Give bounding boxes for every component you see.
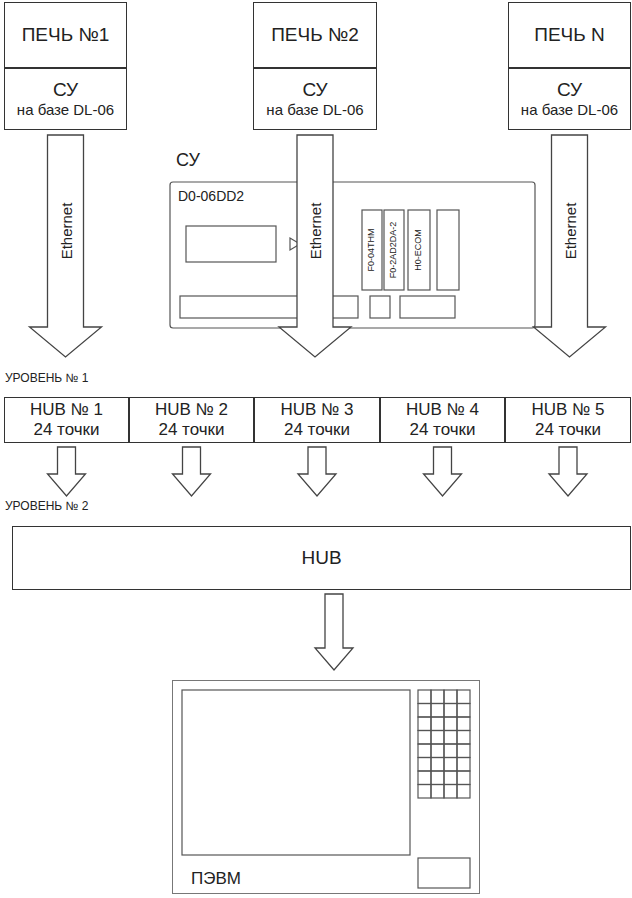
- plc-housing: [170, 182, 535, 328]
- block-arrow: [279, 135, 351, 357]
- pc-screen: [182, 690, 410, 855]
- module-slot: [408, 210, 430, 290]
- node-title: СУ: [53, 79, 78, 101]
- node-subtitle: на базе DL-06: [521, 101, 618, 118]
- edge-label: Ethernet: [58, 202, 73, 261]
- block-arrow: [534, 135, 606, 357]
- module-name: F0-2AD2DA-2: [389, 222, 399, 279]
- node-title: HUB № 5: [531, 400, 604, 420]
- furnace-box: ПЕЧЬ №2: [253, 2, 377, 68]
- node-title: HUB № 3: [280, 400, 353, 420]
- pc-keypad: [418, 690, 470, 798]
- node-subtitle: 24 точки: [158, 420, 224, 440]
- node-title: HUB № 1: [30, 400, 103, 420]
- hub-box: HUB: [12, 526, 631, 590]
- furnace-box: ПЕЧЬ №1: [4, 2, 127, 68]
- block-arrow: [315, 594, 353, 670]
- node-subtitle: 24 точки: [409, 420, 475, 440]
- module-name: H0-ECOM: [414, 229, 424, 271]
- module-name: F0-04THM: [367, 228, 377, 271]
- node-title: HUB: [301, 547, 341, 569]
- hub-box: HUB № 224 точки: [129, 397, 254, 443]
- module-slot: [437, 210, 459, 290]
- module-slot: [362, 210, 382, 290]
- node-title: ПЕЧЬ №1: [22, 24, 110, 46]
- hub-box: HUB № 124 точки: [4, 397, 129, 443]
- block-arrow: [30, 135, 102, 357]
- block-arrow: [549, 447, 587, 496]
- block-arrow: [298, 447, 336, 496]
- node-subtitle: 24 точки: [535, 420, 601, 440]
- block-arrow: [48, 447, 86, 496]
- node-subtitle: на базе DL-06: [17, 101, 114, 118]
- furnace-box: ПЕЧЬ N: [508, 2, 631, 68]
- node-title: HUB № 4: [406, 400, 479, 420]
- plc-display: [186, 226, 276, 262]
- pc-box: ПЭВМ: [172, 680, 480, 894]
- node-title: СУ: [557, 79, 582, 101]
- edge-label: Ethernet: [308, 202, 323, 261]
- level-label: УРОВЕНЬ № 2: [5, 500, 88, 513]
- block-arrow: [424, 447, 462, 496]
- terminal-block: [370, 296, 390, 318]
- module-slot: [384, 210, 404, 290]
- plc-model: D0-06DD2: [178, 189, 244, 204]
- node-subtitle: 24 точки: [33, 420, 99, 440]
- terminal-block: [400, 296, 455, 318]
- controller-box: СУна базе DL-06: [253, 68, 377, 130]
- node-title: СУ: [302, 79, 327, 101]
- node-title: HUB № 2: [155, 400, 228, 420]
- hub-box: HUB № 324 точки: [254, 397, 380, 443]
- node-subtitle: на базе DL-06: [266, 101, 363, 118]
- block-arrow: [173, 447, 211, 496]
- pc-drive: [418, 858, 470, 888]
- hub-box: HUB № 424 точки: [380, 397, 505, 443]
- cu-label: СУ: [176, 151, 200, 171]
- controller-box: СУна базе DL-06: [508, 68, 631, 130]
- controller-box: СУна базе DL-06: [4, 68, 127, 130]
- node-title: ПЕЧЬ N: [534, 24, 604, 46]
- level-label: УРОВЕНЬ № 1: [5, 372, 88, 385]
- hub-box: HUB № 524 точки: [505, 397, 631, 443]
- node-subtitle: 24 точки: [284, 420, 350, 440]
- node-title: ПЕЧЬ №2: [271, 24, 359, 46]
- edge-label: Ethernet: [562, 202, 577, 261]
- node-title: ПЭВМ: [191, 869, 241, 889]
